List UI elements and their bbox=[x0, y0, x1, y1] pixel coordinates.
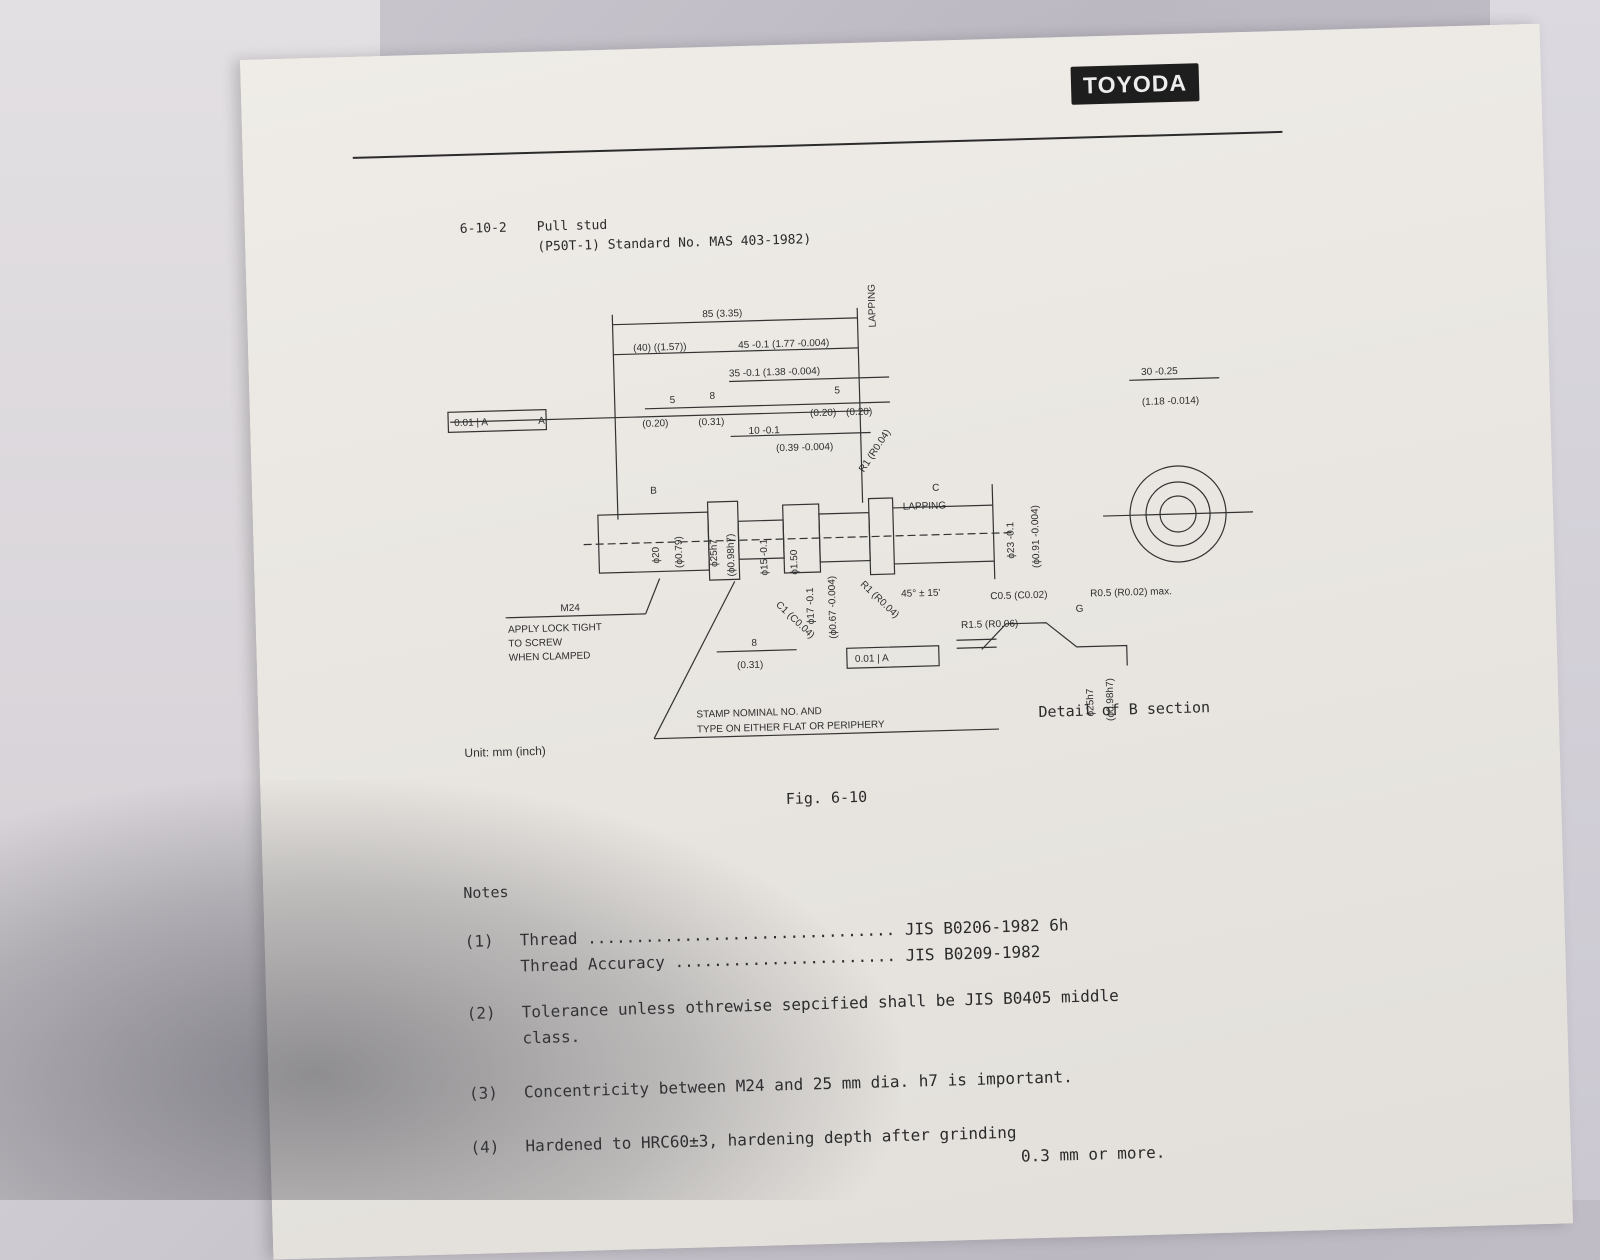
dim-35: 35 -0.1 (1.38 -0.004) bbox=[729, 366, 820, 380]
stud-outline bbox=[583, 497, 1014, 581]
r15-label: R1.5 (R0.06) bbox=[961, 618, 1019, 631]
note-2-line-b: class. bbox=[522, 1026, 581, 1048]
note-4-line-a: Hardened to HRC60±3, hardening depth aft… bbox=[525, 1122, 1017, 1156]
r05-label: R0.5 (R0.02) max. bbox=[1090, 586, 1172, 599]
detail-view-b bbox=[956, 377, 1254, 666]
d098: (ϕ0.98h7) bbox=[725, 533, 737, 576]
d17: ϕ17 -0.1 bbox=[805, 587, 817, 624]
tol-left-label: 0.01 | A bbox=[454, 417, 488, 429]
dim-020c: (0.20) bbox=[846, 406, 872, 418]
pull-stud-drawing: 0.01 | A 0.01 | A 85 (3.35) (40) ((1.57)… bbox=[447, 284, 1254, 740]
c05-label: C0.5 (C0.02) bbox=[990, 590, 1048, 603]
d30: 30 -0.25 bbox=[1141, 366, 1178, 378]
d098b: (ϕ0.98h7) bbox=[1105, 678, 1117, 721]
dim-8b: 8 bbox=[751, 638, 757, 649]
note-3-number: (3) bbox=[468, 1083, 499, 1104]
d20: ϕ20 bbox=[651, 546, 662, 563]
stamp-note-2: TYPE ON EITHER FLAT OR PERIPHERY bbox=[697, 719, 885, 735]
lapping-top: LAPPING bbox=[866, 284, 878, 328]
d25b: ϕ25h7 bbox=[1085, 688, 1097, 717]
letter-b: B bbox=[650, 486, 657, 497]
letter-a: A bbox=[538, 416, 545, 427]
dim-039: (0.39 -0.004) bbox=[776, 442, 834, 455]
dim-10: 10 -0.1 bbox=[748, 425, 780, 437]
dim-8: 8 bbox=[709, 391, 715, 402]
d118: (1.18 -0.014) bbox=[1142, 395, 1200, 408]
lock-note-2: TO SCREW bbox=[508, 637, 563, 650]
dim-020b: (0.20) bbox=[810, 407, 836, 419]
header-rule bbox=[352, 130, 1283, 159]
d23: ϕ23 -0.1 bbox=[1005, 521, 1017, 558]
tolerance-frame-left: 0.01 | A bbox=[447, 408, 548, 433]
dim-45: 45 -0.1 (1.77 -0.004) bbox=[738, 338, 829, 352]
r1-label: R1 (R0.04) bbox=[857, 428, 893, 475]
d067: (ϕ0.67 -0.004) bbox=[827, 576, 840, 639]
section-subtitle: (P50T-1) Standard No. MAS 403-1982) bbox=[537, 232, 812, 255]
letter-g: G bbox=[1076, 604, 1084, 615]
dim-overall: 85 (3.35) bbox=[702, 308, 742, 320]
dim-031: (0.31) bbox=[698, 417, 724, 429]
toyoda-logo: TOYODA bbox=[1070, 63, 1200, 105]
dimension-lines bbox=[450, 307, 999, 740]
lapping-mid: LAPPING bbox=[903, 500, 947, 512]
dim-031b: (0.31) bbox=[737, 660, 763, 672]
dim-020: (0.20) bbox=[642, 418, 668, 430]
note-4-number: (4) bbox=[470, 1137, 500, 1157]
section-title: Pull stud bbox=[536, 217, 608, 235]
d25h7: ϕ25h7 bbox=[709, 539, 721, 568]
letter-c: C bbox=[932, 483, 940, 494]
dim-40: (40) ((1.57)) bbox=[633, 342, 687, 354]
lock-note-3: WHEN CLAMPED bbox=[509, 650, 591, 663]
unit-label: Unit: mm (inch) bbox=[464, 743, 546, 761]
note-3-line-a: Concentricity between M24 and 25 mm dia.… bbox=[523, 1067, 1074, 1102]
note-1-number: (1) bbox=[464, 931, 494, 952]
stamp-note-1: STAMP NOMINAL NO. AND bbox=[696, 706, 822, 720]
d091: (ϕ0.91 -0.004) bbox=[1030, 505, 1043, 568]
note-2-number: (2) bbox=[466, 1003, 496, 1024]
h1-label: R1 (R0.04) bbox=[858, 579, 901, 621]
m24-label: M24 bbox=[560, 603, 580, 615]
note-4-line-b: 0.3 mm or more. bbox=[1020, 1142, 1166, 1166]
dim-5b: 5 bbox=[834, 385, 840, 396]
tolerance-frame-bottom: 0.01 | A bbox=[846, 645, 940, 669]
d15: ϕ15 -0.1 bbox=[759, 538, 771, 575]
dim-5a: 5 bbox=[670, 395, 676, 406]
section-number: 6-10-2 bbox=[459, 220, 507, 237]
document-page: TOYODA 6-10-2 Pull stud (P50T-1) Standar… bbox=[240, 23, 1573, 1260]
notes-title: Notes bbox=[463, 882, 509, 903]
lock-note-1: APPLY LOCK TIGHT bbox=[508, 622, 602, 636]
d150: ϕ1.50 bbox=[789, 549, 801, 575]
note-2-line-a: Tolerance unless othrewise sepcified sha… bbox=[521, 985, 1119, 1022]
figure-caption: Fig. 6-10 bbox=[785, 787, 868, 809]
tol-bottom-label: 0.01 | A bbox=[855, 653, 889, 665]
d20in: (ϕ0.79) bbox=[673, 536, 685, 568]
angle-label: 45° ± 15' bbox=[901, 588, 941, 600]
